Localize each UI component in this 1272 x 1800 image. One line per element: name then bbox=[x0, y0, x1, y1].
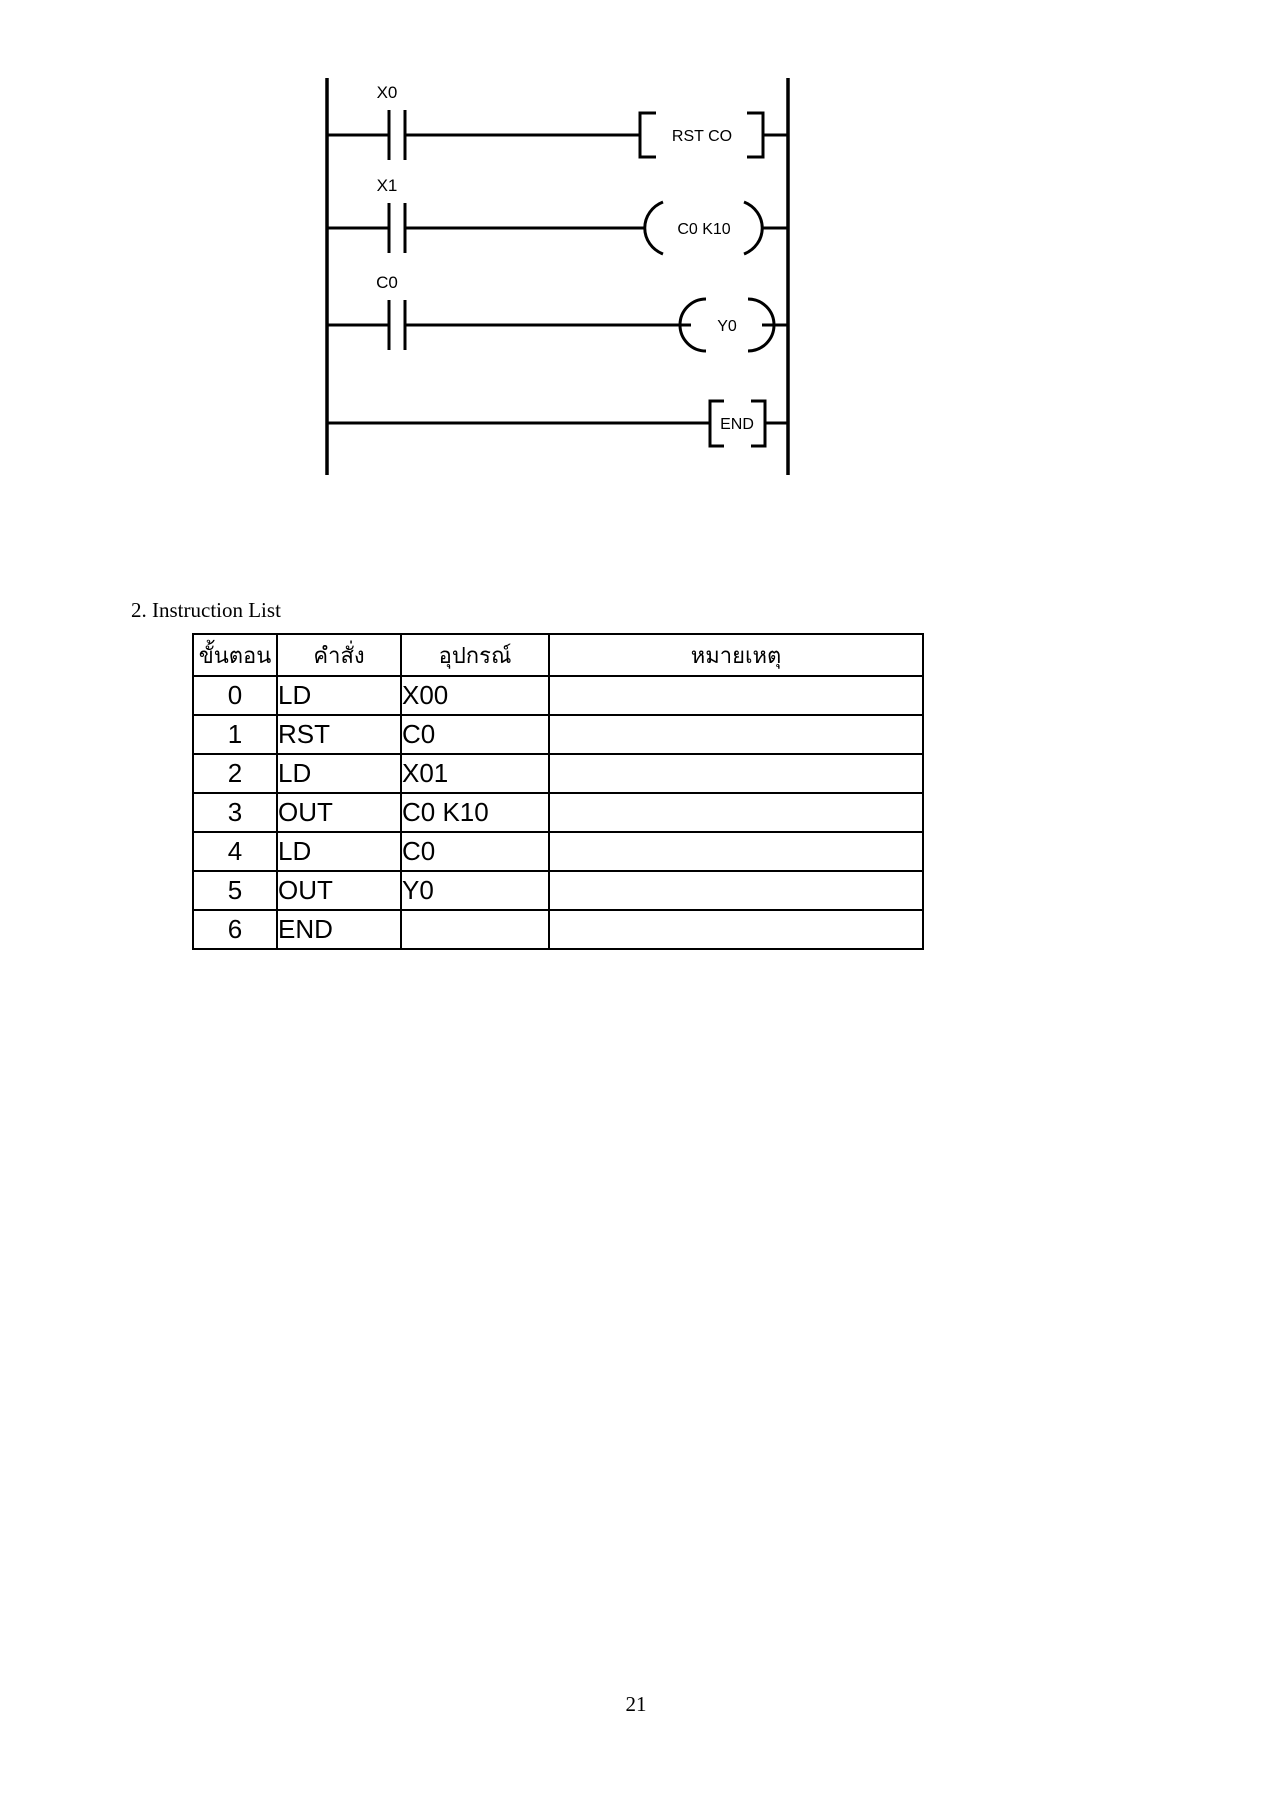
table-row: 3 OUT C0 K10 bbox=[192, 792, 924, 833]
cell-step: 4 bbox=[192, 831, 278, 872]
rung-3-output-label: END bbox=[720, 416, 754, 433]
cell-remark bbox=[548, 792, 924, 833]
rung-3: END bbox=[327, 399, 788, 448]
rung-0-contact-label: X0 bbox=[377, 83, 398, 102]
table-row: 1 RST C0 bbox=[192, 714, 924, 755]
cell-remark bbox=[548, 714, 924, 755]
instruction-table-container: ขั้นตอน คำสั่ง อุปกรณ์ หมายเหตุ 0 LD X00… bbox=[192, 633, 924, 950]
cell-device: X00 bbox=[400, 675, 550, 716]
cell-remark bbox=[548, 753, 924, 794]
cell-step: 2 bbox=[192, 753, 278, 794]
rung-2-coil-left-arc bbox=[678, 297, 707, 353]
rung-1-contact-label: X1 bbox=[377, 176, 398, 195]
table-row: 2 LD X01 bbox=[192, 753, 924, 794]
cell-instruction: OUT bbox=[276, 870, 402, 911]
rung-0-output-label: RST CO bbox=[672, 128, 732, 145]
cell-instruction: LD bbox=[276, 675, 402, 716]
rung-1-output-label: C0 K10 bbox=[677, 221, 730, 238]
rung-1-coil-right-arc bbox=[743, 200, 764, 256]
rung-0-bracket-left bbox=[638, 111, 656, 159]
page-number: 21 bbox=[625, 1692, 647, 1716]
table-row: 5 OUT Y0 bbox=[192, 870, 924, 911]
cell-remark bbox=[548, 831, 924, 872]
cell-instruction: LD bbox=[276, 753, 402, 794]
cell-remark bbox=[548, 909, 924, 950]
cell-step: 1 bbox=[192, 714, 278, 755]
cell-device: Y0 bbox=[400, 870, 550, 911]
table-header-row: ขั้นตอน คำสั่ง อุปกรณ์ หมายเหตุ bbox=[192, 633, 924, 677]
instruction-list-table: ขั้นตอน คำสั่ง อุปกรณ์ หมายเหตุ 0 LD X00… bbox=[192, 633, 924, 950]
cell-instruction: END bbox=[276, 909, 402, 950]
cell-instruction: LD bbox=[276, 831, 402, 872]
cell-device: C0 K10 bbox=[400, 792, 550, 833]
table-row: 6 END bbox=[192, 909, 924, 950]
cell-step: 6 bbox=[192, 909, 278, 950]
cell-device: C0 bbox=[400, 714, 550, 755]
cell-remark bbox=[548, 675, 924, 716]
rung-1: X1 C0 K10 bbox=[327, 176, 788, 256]
cell-instruction: RST bbox=[276, 714, 402, 755]
rung-1-coil-left-arc bbox=[643, 200, 664, 256]
cell-instruction: OUT bbox=[276, 792, 402, 833]
column-header-step: ขั้นตอน bbox=[192, 633, 278, 677]
cell-remark bbox=[548, 870, 924, 911]
rung-3-bracket-left bbox=[708, 399, 724, 448]
cell-device: X01 bbox=[400, 753, 550, 794]
column-header-remark: หมายเหตุ bbox=[548, 633, 924, 677]
rung-2-output-label: Y0 bbox=[717, 318, 737, 335]
column-header-instruction: คำสั่ง bbox=[276, 633, 402, 677]
cell-step: 5 bbox=[192, 870, 278, 911]
table-row: 0 LD X00 bbox=[192, 675, 924, 716]
rung-2-contact-label: C0 bbox=[376, 273, 398, 292]
table-row: 4 LD C0 bbox=[192, 831, 924, 872]
cell-step: 0 bbox=[192, 675, 278, 716]
column-header-device: อุปกรณ์ bbox=[400, 633, 550, 677]
cell-device: C0 bbox=[400, 831, 550, 872]
rung-0-bracket-right bbox=[747, 111, 765, 159]
ladder-diagram: X0 RST CO X1 C0 K10 C0 Y0 bbox=[300, 60, 820, 490]
instruction-list-caption: 2. Instruction List bbox=[131, 598, 281, 622]
cell-step: 3 bbox=[192, 792, 278, 833]
rung-2: C0 Y0 bbox=[327, 273, 788, 353]
cell-device bbox=[400, 909, 550, 950]
rung-0: X0 RST CO bbox=[327, 83, 788, 160]
